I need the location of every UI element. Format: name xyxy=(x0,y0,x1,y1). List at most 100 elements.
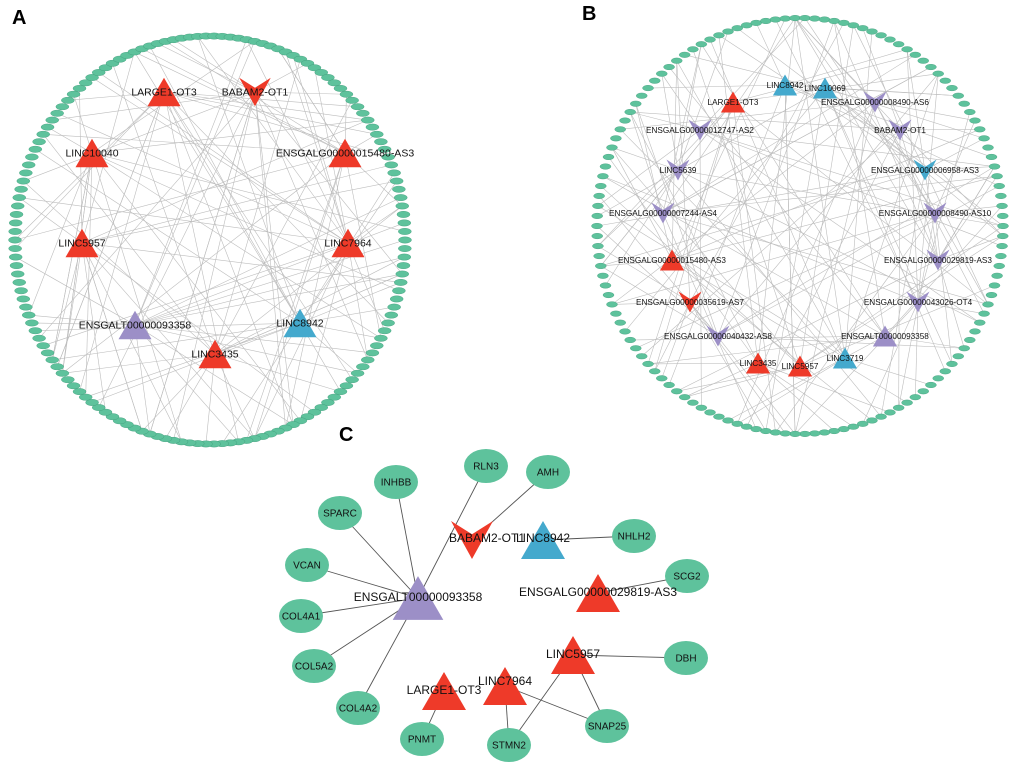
gene-node xyxy=(387,169,401,177)
gene-node xyxy=(339,382,354,390)
gene-node xyxy=(32,334,46,342)
gene-node xyxy=(370,130,384,138)
network-edge xyxy=(699,129,980,323)
gene-node xyxy=(722,28,734,35)
network-edge xyxy=(676,60,846,359)
gene-node xyxy=(377,327,392,335)
network-edge xyxy=(844,73,939,359)
gene-node xyxy=(365,349,380,357)
gene-node xyxy=(799,430,811,437)
hub-label-babam2-ot1: BABAM2-OT1 xyxy=(874,126,926,135)
network-edge xyxy=(15,256,136,326)
network-edge xyxy=(197,36,349,244)
gene-node xyxy=(45,356,59,364)
panel-letter-b: B xyxy=(582,3,596,25)
network-edge xyxy=(784,84,796,434)
network-edge xyxy=(134,256,405,326)
network-edge xyxy=(98,91,256,408)
gene-node xyxy=(995,192,1007,199)
gene-node xyxy=(978,310,990,317)
network-edge xyxy=(661,73,679,171)
panel-c-network: INHBBRLN3AMHSPARCNHLH2VCANSCG2COL4A1COL5… xyxy=(279,449,709,762)
network-edge xyxy=(677,169,1004,227)
network-edge xyxy=(73,94,93,154)
gene-node xyxy=(722,417,734,424)
hub-label-linc8942: LINC8942 xyxy=(276,318,323,330)
hub-linc10040 xyxy=(75,138,109,168)
gene-node-scg2 xyxy=(665,559,709,593)
gene-node xyxy=(350,369,365,377)
network-edge xyxy=(884,205,1003,337)
gene-node xyxy=(361,116,375,124)
gene-node xyxy=(92,404,106,411)
gene-node xyxy=(958,345,970,352)
gene-node xyxy=(592,243,604,250)
gene-node xyxy=(55,369,70,377)
network-edge xyxy=(134,324,151,435)
network-edge xyxy=(91,152,382,339)
network-edge xyxy=(47,126,93,154)
gene-node xyxy=(602,292,615,299)
gene-node xyxy=(740,22,753,29)
network-edge xyxy=(732,73,939,103)
gene-node xyxy=(614,319,626,326)
network-edge xyxy=(630,111,701,131)
network-edge xyxy=(42,134,216,355)
gene-node xyxy=(28,327,43,335)
gene-node xyxy=(610,135,622,142)
gene-node-stmn2 xyxy=(487,728,531,762)
gene-node xyxy=(356,109,370,117)
network-edge xyxy=(684,362,759,398)
network-edge xyxy=(635,103,673,261)
network-edge xyxy=(737,27,926,171)
gene-node xyxy=(988,163,1001,170)
panel-a-gene-ring xyxy=(8,32,412,448)
gene-node xyxy=(19,169,33,177)
gene-node xyxy=(656,70,668,77)
hub-label-ensgalg00000029819-as3: ENSGALG00000029819-AS3 xyxy=(884,256,992,265)
network-edge xyxy=(23,180,216,355)
gene-node xyxy=(671,57,683,64)
network-edge xyxy=(833,20,939,261)
gene-node xyxy=(50,363,64,371)
panel-c-genes: INHBBRLN3AMHSPARCNHLH2VCANSCG2COL4A1COL5… xyxy=(279,449,709,762)
network-edge xyxy=(85,152,93,398)
network-edge xyxy=(924,166,995,171)
network-edge xyxy=(214,205,403,355)
gene-node xyxy=(769,429,782,436)
gene-node-pnmt xyxy=(400,722,444,756)
gene-node-col4a1 xyxy=(279,599,323,633)
gene-node xyxy=(892,404,905,411)
gene-node xyxy=(964,336,976,343)
gene-node xyxy=(925,381,937,388)
network-edge xyxy=(81,242,315,413)
hub-label-linc5957: LINC5957 xyxy=(58,238,105,250)
network-edge xyxy=(62,242,83,374)
network-edge xyxy=(600,265,719,337)
gene-node xyxy=(32,138,46,146)
gene-node xyxy=(72,388,87,396)
network-edge xyxy=(906,49,919,303)
hub-linc7964 xyxy=(331,228,365,258)
network-edge xyxy=(671,129,980,261)
gene-node xyxy=(333,388,348,396)
gene-label-sparc: SPARC xyxy=(323,509,357,520)
gene-node xyxy=(307,64,322,72)
gene-node xyxy=(925,64,937,71)
gene-node xyxy=(875,32,887,39)
gene-node xyxy=(395,202,409,210)
gene-node xyxy=(875,413,887,420)
edge-ensgalt00000093358-sparc xyxy=(339,512,419,599)
gene-label-col4a2: COL4A2 xyxy=(339,704,378,715)
gene-node-vcan xyxy=(285,548,329,582)
gene-node xyxy=(66,90,81,98)
network-edge xyxy=(699,17,806,131)
gene-node xyxy=(8,228,22,235)
network-edge xyxy=(611,212,936,305)
gene-node xyxy=(704,409,716,416)
network-edge xyxy=(662,17,796,214)
network-edge xyxy=(699,129,1004,227)
gene-node xyxy=(397,219,412,227)
gene-node xyxy=(695,404,708,411)
hub-label-ensgalg00000008490-as10: ENSGALG00000008490-AS10 xyxy=(879,209,992,218)
